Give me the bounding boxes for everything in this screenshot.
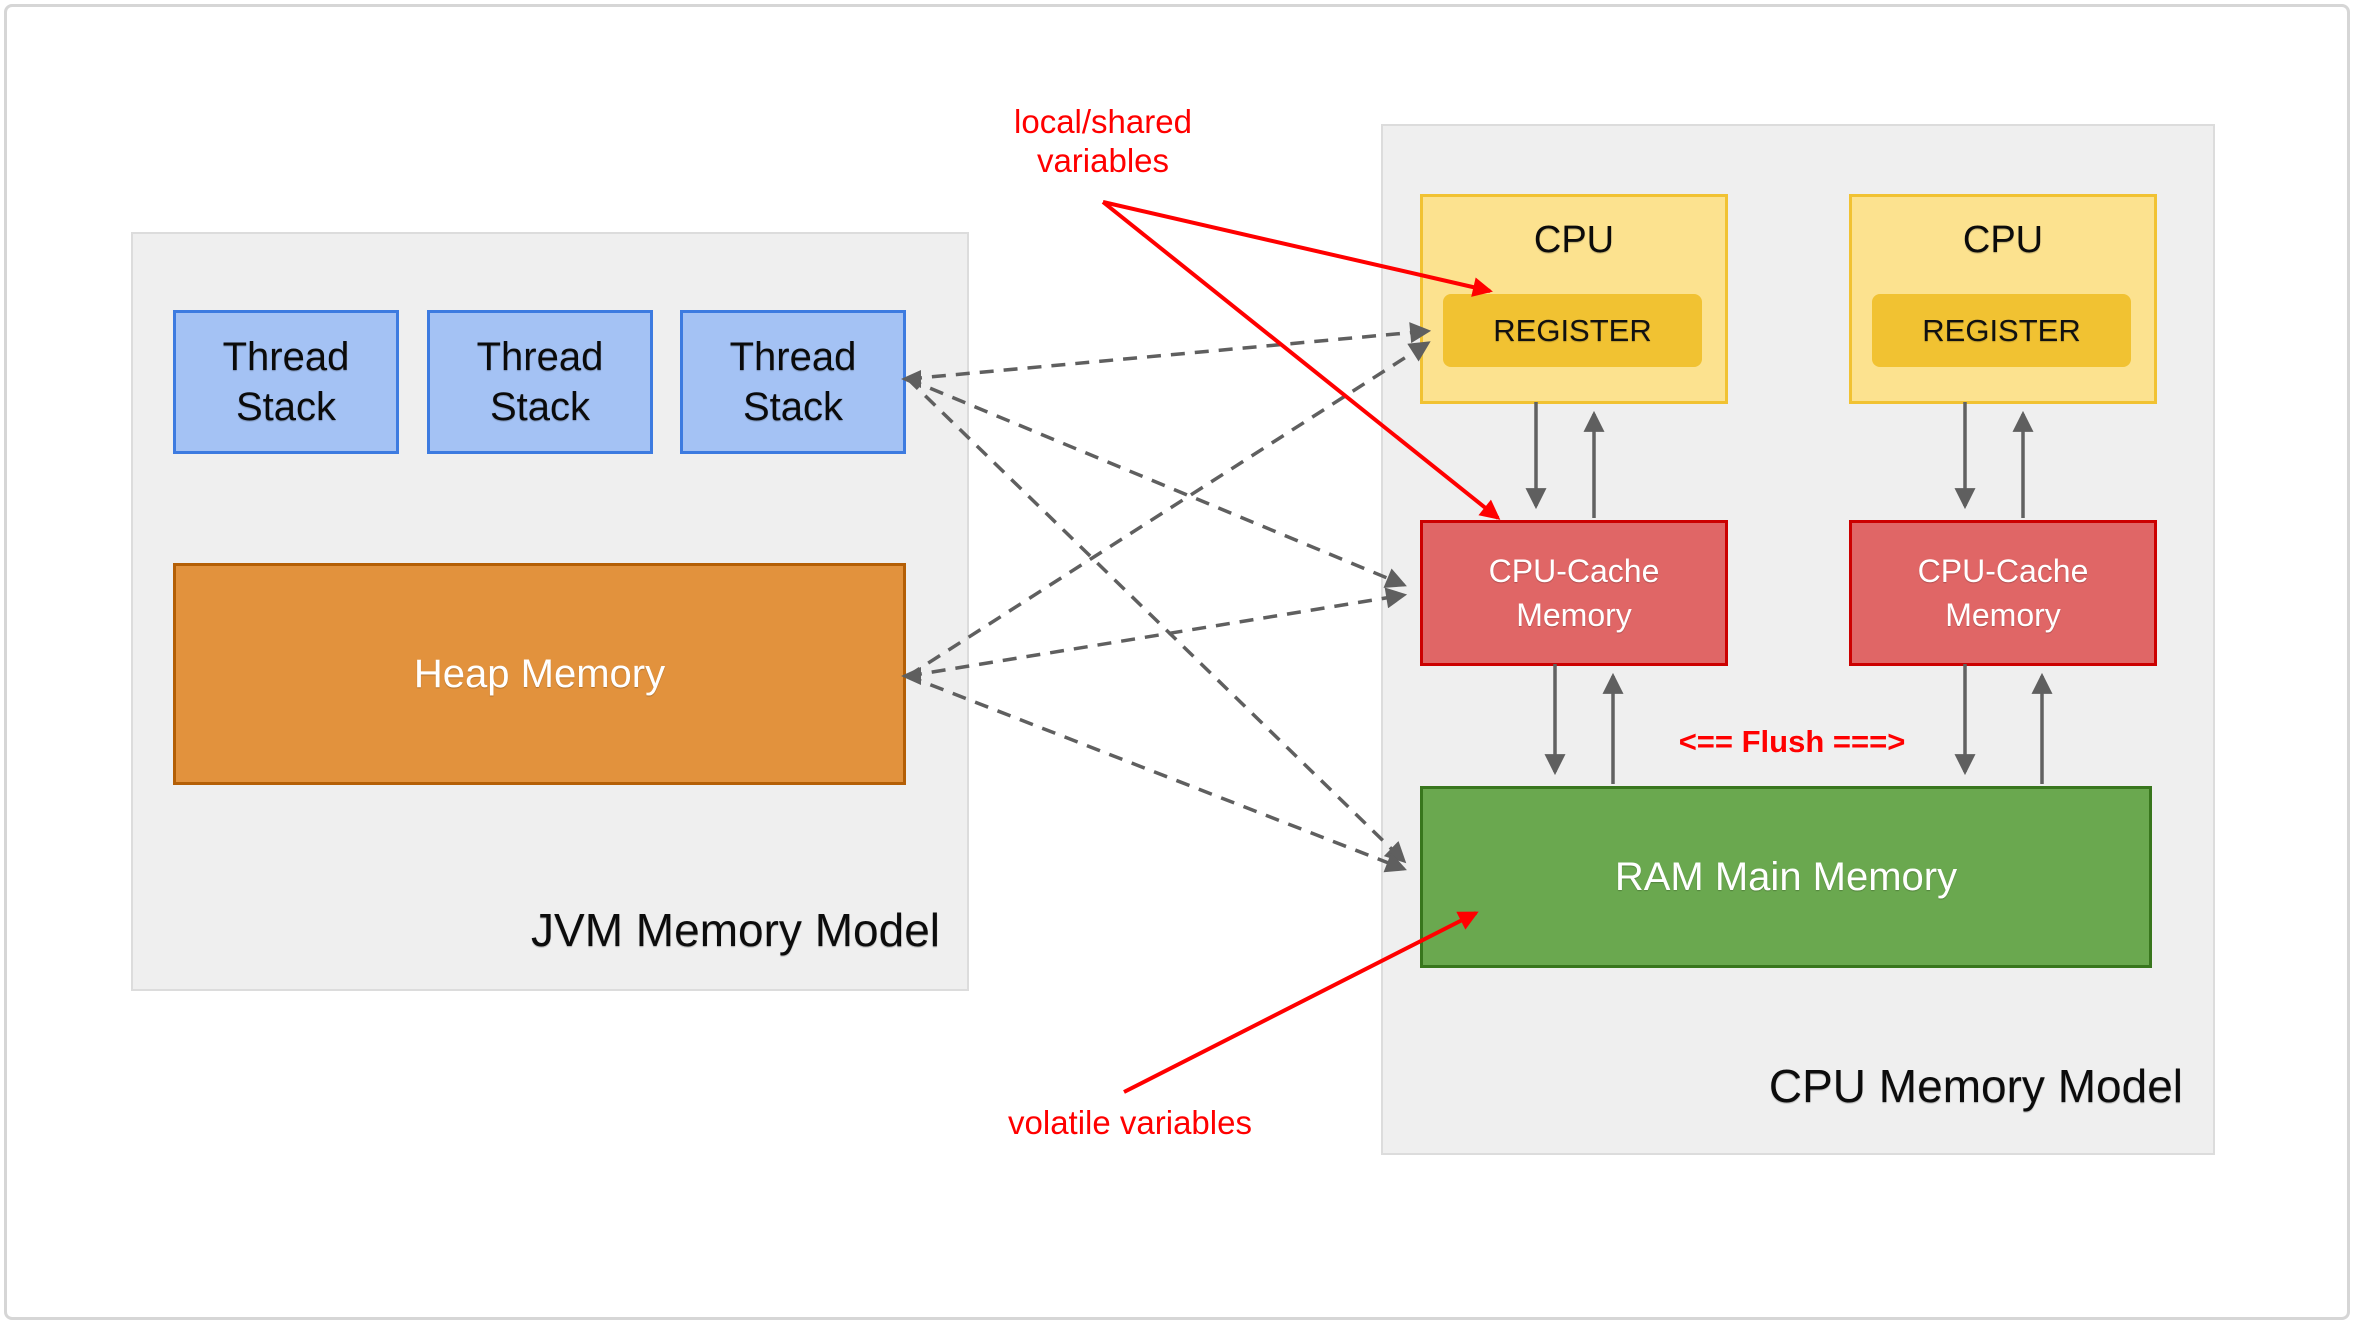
thread-stack-label: Thread Stack xyxy=(729,335,857,429)
cpu-box-2: CPU REGISTER xyxy=(1849,194,2157,404)
cpu-cache-box-2: CPU-Cache Memory xyxy=(1849,520,2157,666)
ram-label: RAM Main Memory xyxy=(1614,854,1958,899)
cpu-box-1: CPU REGISTER xyxy=(1420,194,1728,404)
cpu-label: CPU xyxy=(1962,219,2044,261)
jvm-panel-title: JVM Memory Model xyxy=(531,904,940,956)
heap-memory-label: Heap Memory xyxy=(413,651,666,696)
register-box-1: REGISTER xyxy=(1443,294,1702,367)
cpu-cache-box-1: CPU-Cache Memory xyxy=(1420,520,1728,666)
thread-stack-box-3: Thread Stack xyxy=(680,310,906,454)
cpu-panel-title: CPU Memory Model xyxy=(1768,1060,2183,1112)
thread-stack-label: Thread Stack xyxy=(222,335,350,429)
volatile-variables-annotation: volatile variables xyxy=(1008,1104,1252,1141)
cpu-memory-model-panel: CPU REGISTER CPU REGISTER CPU-Cache Memo… xyxy=(1381,124,2215,1155)
jvm-memory-model-panel: Thread Stack Thread Stack Thread Stack H… xyxy=(131,232,969,991)
thread-stack-label: Thread Stack xyxy=(476,335,604,429)
local-shared-variables-annotation: local/shared variables xyxy=(1014,103,1192,179)
cpu-cache-label: CPU-Cache Memory xyxy=(1917,553,2089,633)
heap-memory-box: Heap Memory xyxy=(173,563,906,785)
cpu-label: CPU xyxy=(1533,219,1615,261)
flush-annotation: <== Flush ===> xyxy=(1678,724,1906,759)
thread-stack-box-1: Thread Stack xyxy=(173,310,399,454)
cpu-cache-label: CPU-Cache Memory xyxy=(1488,553,1660,633)
thread-stack-box-2: Thread Stack xyxy=(427,310,653,454)
register-box-2: REGISTER xyxy=(1872,294,2131,367)
ram-main-memory-box: RAM Main Memory xyxy=(1420,786,2152,968)
